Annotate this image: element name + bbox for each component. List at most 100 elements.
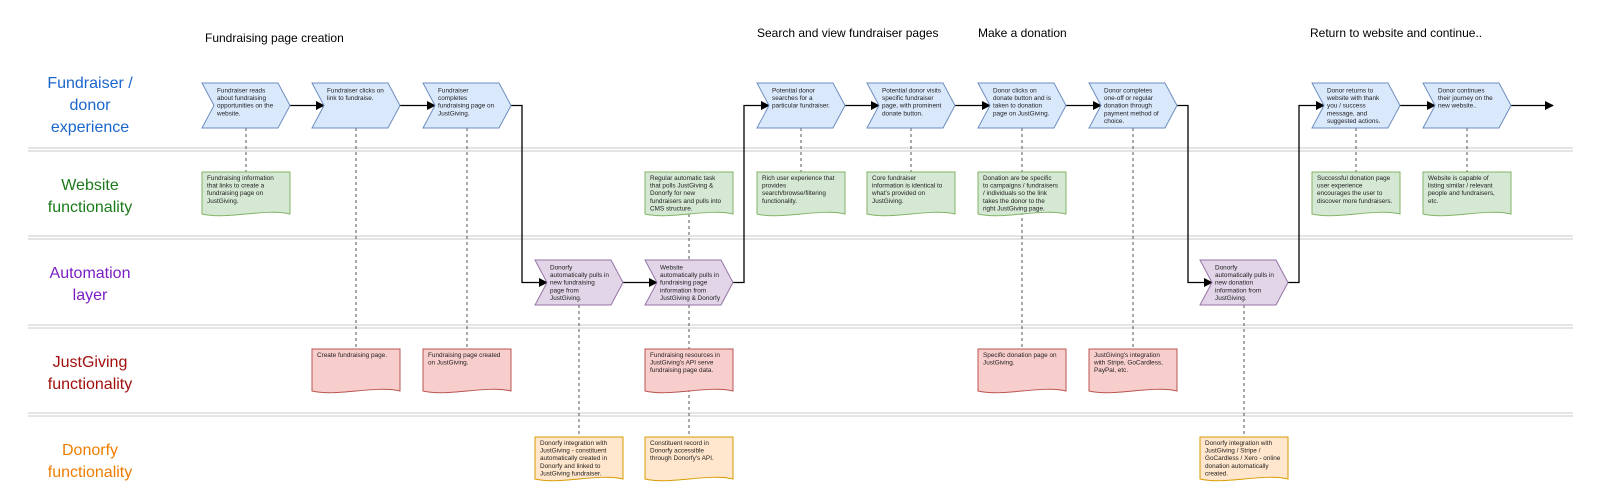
note-text-line: fundraisers and pulls into: [650, 198, 721, 205]
step-text-line: information from: [660, 287, 706, 294]
step-text-line: page on JustGiving.: [993, 110, 1050, 117]
note-text-line: donation automatically: [1205, 463, 1269, 470]
note-text-line: Donation are be specific: [983, 175, 1052, 182]
note-text-line: PayPal, etc.: [1094, 367, 1128, 374]
note-text-line: Donorfy integration with: [1205, 440, 1273, 447]
note-shape: [422, 348, 512, 394]
flow-arrow: [1288, 100, 1325, 284]
note-text-line: Rich user experience that: [762, 175, 835, 182]
phase-title-return: Return to website and continue..: [1310, 26, 1482, 40]
step-text-line: automatically pulls in: [1215, 272, 1274, 279]
note-shape: [1088, 348, 1178, 394]
step-text-line: one-off or regular: [1104, 95, 1154, 102]
note-text-line: functionality.: [762, 198, 797, 205]
phase-title-donation: Make a donation: [978, 26, 1067, 40]
step-text-line: searches for a: [772, 95, 813, 102]
note-shape: [311, 348, 401, 394]
note-shape: [1311, 171, 1401, 217]
phase-title-search: Search and view fundraiser pages: [757, 26, 938, 40]
step-text-line: fundraising page: [660, 280, 708, 287]
step-text-line: taken to donation: [993, 103, 1042, 110]
step-chevron: [311, 82, 401, 129]
step-text-line: donate button.: [882, 110, 923, 117]
note-text-line: right JustGiving page.: [983, 205, 1045, 212]
phase-title-page-creation: Fundraising page creation: [205, 31, 344, 45]
note-text-line: Fundraising page created: [428, 352, 501, 359]
note-text-line: fundraising page data.: [650, 367, 713, 374]
step-text-line: website.: [216, 110, 241, 117]
lane-label-line: Donorfy: [62, 442, 118, 459]
note-shape: [644, 171, 734, 217]
step-text-line: choice.: [1104, 118, 1124, 125]
note-text-line: Donorfy integration with: [540, 440, 608, 447]
note-text-line: what's provided on: [871, 190, 926, 197]
step-text-line: automatically pulls in: [550, 272, 609, 279]
note-shape: [534, 436, 624, 482]
flow-arrow: [1177, 104, 1213, 288]
lane-label-line: Automation: [50, 265, 131, 282]
note-shape: [201, 171, 291, 217]
step-text-line: payment method of: [1104, 110, 1159, 117]
note-text-line: Donorfy and linked to: [540, 463, 601, 470]
step-text-line: Website: [660, 265, 683, 272]
note-text-line: JustGiving's integration: [1094, 352, 1160, 359]
note-shape: [866, 171, 956, 217]
dashed-connectors: [245, 128, 1468, 437]
step-text-line: information from: [1215, 287, 1261, 294]
step-text-line: automatically pulls in: [660, 272, 719, 279]
step-text-line: Potential donor: [772, 88, 816, 95]
note-text-line: takes the donor to the: [983, 198, 1045, 205]
lane-label-line: functionality: [48, 376, 133, 393]
lane-label-line: functionality: [48, 199, 133, 216]
note-shape: [1199, 436, 1289, 482]
note-text-line: JustGiving's API serve: [650, 360, 714, 367]
step-text-line: website with thank: [1326, 95, 1380, 102]
note-shape: [1422, 171, 1512, 217]
lane-label-line: experience: [51, 119, 129, 136]
step-chevron: [866, 82, 956, 129]
note-text-line: GoCardless / Xero - online: [1205, 455, 1281, 462]
step-text-line: Donor returns to: [1327, 88, 1374, 95]
note-text-line: information is identical to: [872, 183, 943, 190]
step-chevron: [1088, 82, 1178, 129]
note-text-line: etc.: [1428, 198, 1439, 205]
note-shape: [644, 348, 734, 394]
note-text-line: created.: [1205, 470, 1228, 477]
note-text-line: search/browse/filtering: [762, 190, 826, 197]
flow-arrows: [290, 100, 1554, 288]
step-text-line: you / success: [1327, 103, 1366, 110]
note-text-line: that links to create a: [207, 183, 265, 190]
note-text-line: discover more fundraisers.: [1317, 198, 1393, 205]
flow-arrow: [733, 100, 770, 284]
note-text-line: Fundraising information: [207, 175, 274, 182]
step-chevron: [644, 259, 734, 306]
